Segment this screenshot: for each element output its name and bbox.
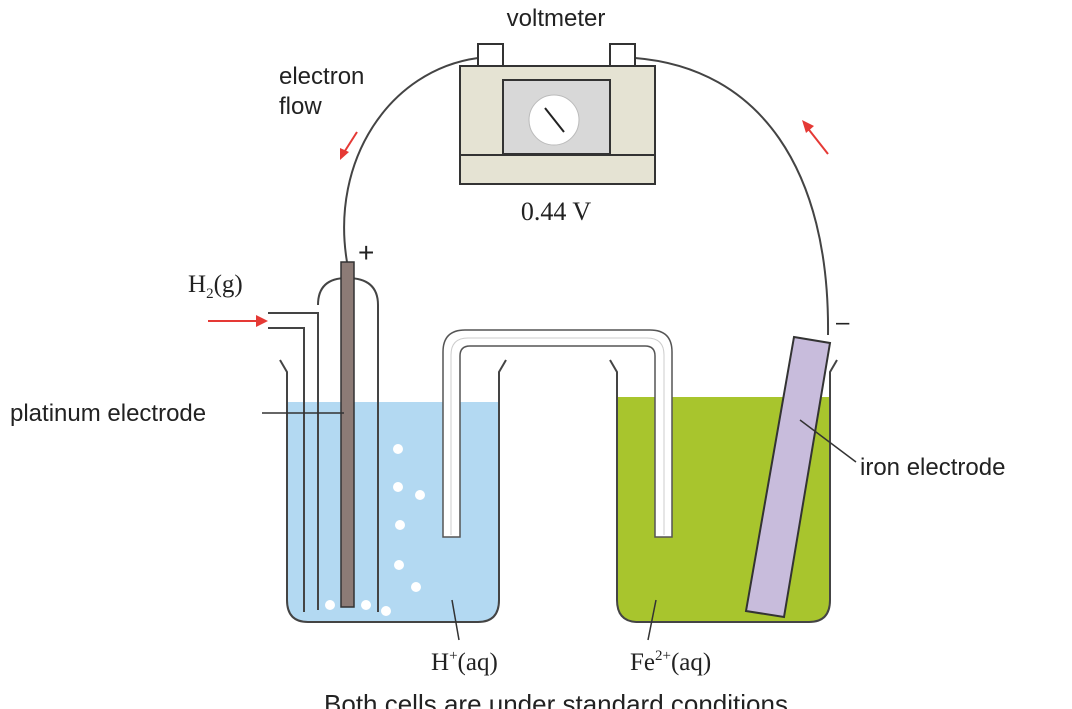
caption: Both cells are under standard conditions <box>324 689 788 709</box>
h-ion-leader <box>451 599 460 641</box>
left-beaker <box>279 359 507 623</box>
voltmeter-label: voltmeter <box>507 5 606 32</box>
fe-ion-symbol: Fe <box>630 649 655 676</box>
hydrogen-gas-label: H2(g) <box>188 271 243 302</box>
circuit-wire <box>343 57 830 336</box>
bubble <box>393 444 403 454</box>
electron-flow-label-line2: flow <box>279 93 322 120</box>
voltmeter <box>459 43 656 185</box>
iron-electrode-rod <box>744 335 832 619</box>
electron-flow-arrowhead-left <box>340 148 349 160</box>
iron-electrode-leader <box>799 419 857 463</box>
electron-flow-arrowhead-right <box>802 120 814 133</box>
voltmeter-needle <box>544 107 565 133</box>
fe-ion-state: (aq) <box>671 649 711 676</box>
hydrogen-inlet-arrowhead <box>256 315 268 327</box>
platinum-electrode-label: platinum electrode <box>10 400 206 427</box>
bubble <box>395 520 405 530</box>
hydrogen-bubbles <box>325 444 425 616</box>
hydrogen-symbol: H <box>188 271 206 298</box>
bubble <box>361 600 371 610</box>
fe-ion-leader <box>647 599 657 641</box>
h-ion-symbol: H <box>431 649 449 676</box>
fe-ion-label: Fe2+(aq) <box>630 648 711 676</box>
electron-flow-arrow-right <box>805 125 829 155</box>
bubble <box>325 600 335 610</box>
h-ion-state: (aq) <box>458 649 498 676</box>
h-ion-label: H+(aq) <box>431 648 498 676</box>
bubble <box>393 482 403 492</box>
fe-ion-charge: 2+ <box>655 648 671 664</box>
h-ion-charge: + <box>449 648 457 664</box>
hydrogen-subscript: 2 <box>206 286 214 302</box>
left-beaker-wall <box>279 359 507 623</box>
hydrogen-tube-outer <box>268 312 319 612</box>
salt-bridge <box>442 329 673 538</box>
right-beaker-wall <box>609 359 838 623</box>
iron-electrode-label: iron electrode <box>860 454 1005 481</box>
electron-flow-arrow-left <box>342 131 358 155</box>
voltmeter-terminal-right <box>609 43 636 69</box>
voltmeter-terminal-left <box>477 43 504 69</box>
hydrogen-state: (g) <box>214 271 243 298</box>
negative-terminal-sign: – <box>836 309 850 336</box>
bubble <box>411 582 421 592</box>
bubble <box>381 606 391 616</box>
salt-bridge-inner-line <box>450 337 665 535</box>
bubble <box>394 560 404 570</box>
voltage-reading: 0.44 V <box>521 197 592 226</box>
bubble <box>415 490 425 500</box>
positive-terminal-sign: + <box>358 237 374 268</box>
platinum-electrode-rod <box>340 261 355 608</box>
electron-flow-label-line1: electron <box>279 63 364 90</box>
